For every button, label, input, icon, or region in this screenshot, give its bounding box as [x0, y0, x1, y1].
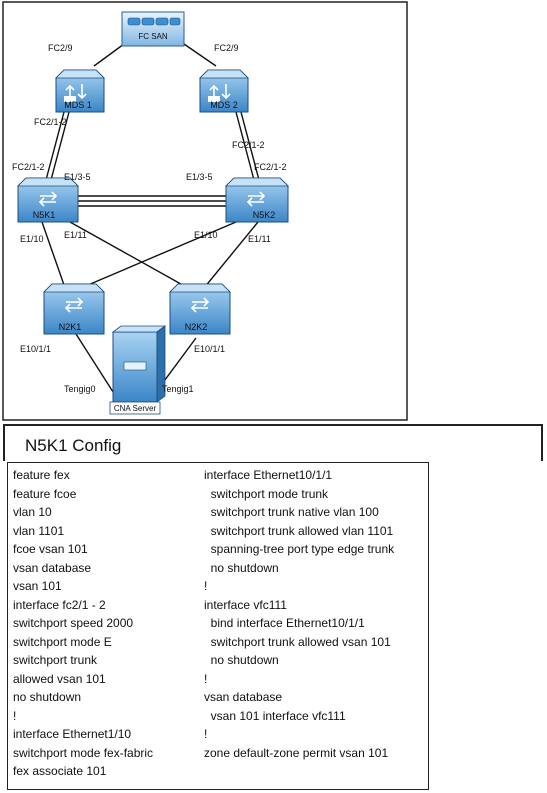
- config-line: bind interface Ethernet10/1/1: [204, 616, 365, 630]
- link-n5k1-n2k1: [41, 221, 65, 286]
- network-topology-diagram: FC SAN MDS 1 MDS 2 N5K1: [2, 1, 408, 421]
- port-label: FC2/1-2: [232, 140, 265, 150]
- config-line: zone default-zone permit vsan 101: [204, 745, 389, 760]
- config-line: allowed vsan 101: [13, 671, 106, 686]
- port-label: E1/3-5: [186, 172, 213, 182]
- diagram-frame: [2, 1, 408, 421]
- port-label: FC2/1-2: [34, 117, 67, 127]
- config-line: switchport mode trunk: [204, 486, 329, 501]
- port-label: E1/11: [64, 230, 87, 240]
- config-line: switchport mode fex-fabric: [13, 745, 154, 760]
- config-line: vsan database: [13, 560, 92, 575]
- port-label: E1/3-5: [64, 172, 91, 182]
- config-line: interface Ethernet1/10: [13, 727, 132, 741]
- config-line: fex associate 101: [13, 764, 107, 778]
- n5k1-label: N5K1: [33, 210, 56, 220]
- link-mds1-n5k1-b: [50, 111, 70, 181]
- port-labels: FC2/9 FC2/9 FC2/1-2 FC2/1-2 FC2/1-2 FC2/…: [12, 43, 287, 394]
- config-line: switchport trunk allowed vsan 101: [204, 634, 391, 649]
- links: [41, 43, 260, 396]
- n5k1-node: N5K1: [17, 177, 79, 223]
- config-line: spanning-tree port type edge trunk: [204, 542, 395, 556]
- config-line: interface Ethernet10/1/1: [204, 468, 333, 482]
- config-line: interface fc2/1 - 2: [13, 597, 106, 612]
- port-label: E10/1/1: [194, 344, 225, 354]
- link-n5k2-n2k1: [87, 221, 237, 286]
- config-line: no shutdown: [13, 690, 82, 704]
- link-mds2-n5k2-a: [235, 111, 255, 181]
- config-line: switchport trunk: [13, 653, 98, 667]
- config-line: vsan database: [204, 690, 283, 704]
- config-line: feature fex: [13, 468, 70, 482]
- config-line: vsan 101 interface vfc111: [204, 708, 346, 723]
- config-line: !: [204, 671, 208, 686]
- port-label: E1/10: [194, 230, 218, 240]
- config-line: switchport trunk native vlan 100: [204, 505, 379, 519]
- port-label: E1/11: [248, 234, 271, 244]
- n2k1-label: N2K1: [59, 322, 82, 332]
- link-n5k1-n2k2: [69, 221, 189, 289]
- config-line: no shutdown: [204, 653, 279, 667]
- config-line: switchport speed 2000: [13, 616, 134, 630]
- port-label: FC2/9: [214, 43, 239, 53]
- port-label: FC2/1-2: [254, 162, 287, 172]
- config-line: fcoe vsan 101: [13, 542, 88, 556]
- config-line: !: [204, 579, 208, 593]
- fex-switch-icon: [190, 297, 210, 313]
- n5k2-label: N5K2: [253, 210, 276, 220]
- link-fcsan-mds1: [93, 43, 125, 67]
- config-line: switchport mode E: [13, 634, 112, 649]
- mds1-node: MDS 1: [55, 69, 105, 113]
- port-label: Tengig0: [64, 384, 96, 394]
- link-fcsan-mds2: [183, 43, 217, 67]
- port-label: E1/10: [20, 234, 44, 244]
- link-n2k1-cna: [75, 333, 116, 396]
- n5k2-node: N5K2: [225, 177, 289, 223]
- mds-switch-icon: [208, 84, 231, 102]
- config-line: switchport trunk allowed vlan 1101: [204, 523, 394, 538]
- config-header: N5K1 Config: [3, 424, 543, 461]
- mds-switch-icon: [64, 84, 87, 102]
- n2k2-node: N2K2: [169, 283, 231, 335]
- link-mds1-n5k1-a: [45, 111, 65, 181]
- cna-server-label: CNA Server: [114, 404, 157, 413]
- server-icon: [123, 361, 147, 371]
- fc-san-label: FC SAN: [138, 32, 168, 41]
- config-title: N5K1 Config: [25, 436, 122, 455]
- fex-switch-icon: [64, 297, 84, 313]
- config-line: vlan 10: [13, 505, 52, 519]
- fc-san-node: FC SAN: [121, 11, 185, 47]
- storage-icon: [127, 17, 181, 26]
- mds1-label: MDS 1: [64, 100, 92, 110]
- config-line: vlan 1101: [13, 523, 65, 538]
- nexus-switch-icon: [246, 191, 266, 207]
- config-line: interface vfc111: [204, 597, 287, 612]
- port-label: FC2/1-2: [12, 162, 45, 172]
- nexus-switch-icon: [38, 191, 58, 207]
- n2k1-node: N2K1: [43, 283, 105, 335]
- config-line: no shutdown: [204, 560, 279, 575]
- config-line: feature fcoe: [13, 486, 77, 501]
- config-line: !: [204, 727, 208, 741]
- link-mds2-n5k2-b: [240, 111, 260, 181]
- port-label: E10/1/1: [20, 344, 51, 354]
- port-label: FC2/9: [48, 43, 73, 53]
- cna-server-node: CNA Server: [109, 325, 167, 415]
- n2k2-label: N2K2: [185, 322, 208, 332]
- config-listing: feature fex feature fcoe vlan 10 vlan 1101 f…: [7, 462, 429, 790]
- port-label: Tengig1: [162, 384, 194, 394]
- mds2-node: MDS 2: [199, 69, 249, 113]
- config-line: !: [13, 708, 17, 723]
- link-n5k2-n2k2: [203, 221, 259, 289]
- config-line: vsan 101: [13, 579, 62, 593]
- mds2-label: MDS 2: [210, 100, 238, 110]
